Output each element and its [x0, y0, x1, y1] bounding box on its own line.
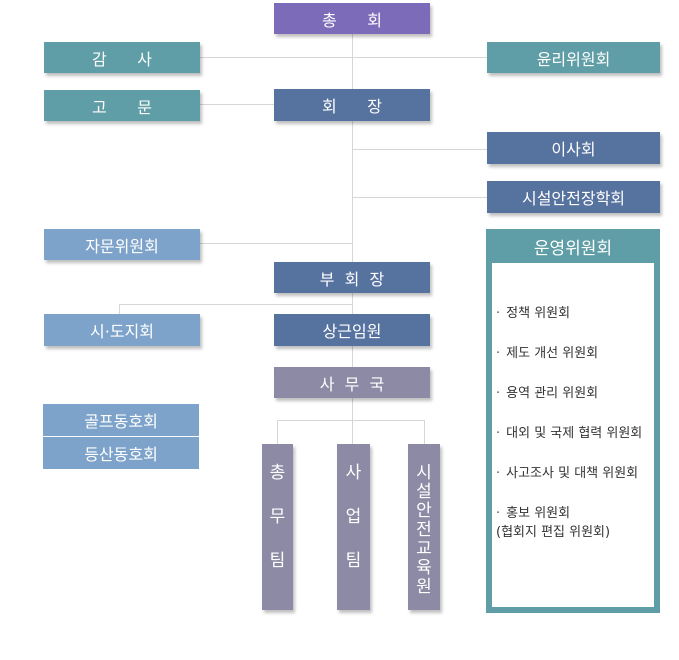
- team2-drop: [352, 420, 353, 444]
- team-char: 원: [416, 577, 432, 597]
- team-char: 육: [416, 558, 432, 578]
- committee-item: ·사고조사 및 대책 위원회: [496, 466, 639, 481]
- general-assembly-box: 총 회: [274, 3, 430, 34]
- secretariat-box: 사 무 국: [274, 367, 430, 398]
- teams-branch-h: [277, 420, 425, 421]
- vice-president-box: 부 회 장: [274, 262, 430, 293]
- board-box: 이사회: [487, 132, 660, 164]
- general-affairs-team-box: 총 무 팀: [262, 444, 293, 610]
- advisor-box: 고 문: [44, 90, 200, 121]
- team-char: 안: [416, 501, 432, 521]
- committee-item-label: 제도 개선 위원회: [506, 346, 599, 361]
- team-char: 교: [416, 539, 432, 559]
- committee-item-label: 홍보 위원회 (협회지 편집 위원회): [496, 506, 611, 540]
- business-team-box: 사 업 팀: [337, 444, 370, 610]
- committee-item-label: 정책 위원회: [506, 306, 571, 321]
- auditor-box: 감 사: [44, 42, 200, 73]
- team-char: 설: [416, 482, 432, 502]
- hiking-club-box: 등산동호회: [43, 437, 199, 469]
- team-char: 총: [269, 463, 286, 483]
- team-char: 업: [345, 507, 362, 527]
- regional-chapters-box: 시·도지회: [44, 314, 200, 346]
- board-connector: [352, 149, 487, 150]
- team-char: 팀: [269, 551, 286, 571]
- advisory-connector: [200, 243, 352, 244]
- golf-club-box: 골프동호회: [43, 404, 199, 436]
- committee-item: ·홍보 위원회 (협회지 편집 위원회): [496, 506, 611, 540]
- secretariat-down-line: [352, 398, 353, 420]
- ethics-committee-box: 윤리위원회: [487, 42, 660, 73]
- advisor-connector: [200, 104, 274, 105]
- operations-committee-panel: 운영위원회 ·정책 위원회 ·제도 개선 위원회 ·용역 관리 위원회 ·대외 …: [486, 229, 660, 613]
- team-char: 시: [416, 463, 432, 483]
- committee-item-label: 사고조사 및 대책 위원회: [506, 466, 639, 481]
- auditor-ethics-connector: [200, 57, 487, 58]
- chapters-branch-h: [119, 304, 352, 305]
- safety-academy-box: 시설안전장학회: [487, 181, 660, 213]
- vp-to-standing-line: [352, 293, 353, 314]
- standing-officers-box: 상근임원: [274, 314, 430, 346]
- team3-drop: [424, 420, 425, 444]
- committee-item: ·제도 개선 위원회: [496, 346, 599, 361]
- team-char: 무: [269, 507, 286, 527]
- advisory-committee-box: 자문위원회: [44, 229, 200, 260]
- chapters-branch-v: [119, 304, 120, 314]
- team-char: 전: [416, 520, 432, 540]
- committee-item: ·대외 및 국제 협력 위원회: [496, 426, 643, 441]
- committee-item: ·정책 위원회: [496, 306, 571, 321]
- committee-item: ·용역 관리 위원회: [496, 386, 599, 401]
- operations-committee-title: 운영위원회: [533, 238, 613, 259]
- team-char: 사: [345, 463, 362, 483]
- president-box: 회 장: [274, 89, 430, 121]
- operations-committee-list: ·정책 위원회 ·제도 개선 위원회 ·용역 관리 위원회 ·대외 및 국제 협…: [492, 263, 654, 607]
- team1-drop: [277, 420, 278, 444]
- committee-item-label: 용역 관리 위원회: [506, 386, 599, 401]
- team-char: 팀: [345, 551, 362, 571]
- safety-education-institute-box: 시 설 안 전 교 육 원: [408, 444, 440, 610]
- main-trunk-line: [352, 34, 353, 262]
- committee-item-label: 대외 및 국제 협력 위원회: [506, 426, 643, 441]
- standing-to-secretariat-line: [352, 346, 353, 367]
- academy-connector: [352, 197, 487, 198]
